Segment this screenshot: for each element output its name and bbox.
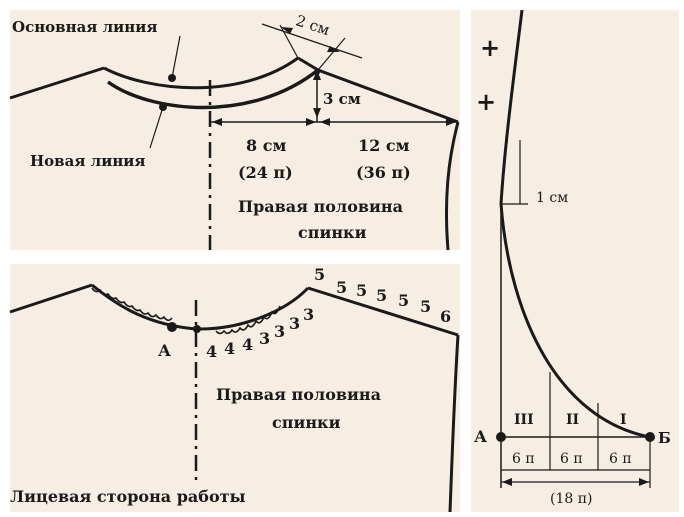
- panel2-shoulder-counts: 5 5 5 5 5 5 6: [314, 265, 451, 326]
- panel2-title-2: спинки: [272, 413, 341, 432]
- panel1-8cm-arrow-l: [212, 118, 222, 126]
- shoulder-count-4: 5: [376, 286, 387, 305]
- panel-top-left: [10, 10, 460, 250]
- neck-count-7: 3: [303, 305, 314, 324]
- panel1-corner-dot: [314, 69, 320, 75]
- panel1-12cm-arrow-l: [320, 118, 330, 126]
- panel3-point-b-dot: [645, 432, 655, 442]
- panel2-point-a-dot: [167, 322, 177, 332]
- panel3-total-arrow-l: [502, 478, 512, 486]
- panel1-basic-line-label: Основная линия: [12, 18, 158, 36]
- panel1-title-1: Правая половина: [238, 197, 403, 216]
- panel3-count-1: 6 п: [512, 451, 535, 467]
- panel3-section-ii: II: [566, 412, 579, 428]
- neck-count-6: 3: [289, 314, 300, 333]
- panel2-title-1: Правая половина: [216, 385, 381, 404]
- panel1-24p-label: (24 п): [238, 163, 293, 182]
- shoulder-count-6: 5: [420, 297, 431, 316]
- panel1-3cm-label: 3 см: [323, 90, 361, 108]
- panel1-36p-label: (36 п): [356, 163, 411, 182]
- panel1-left-shoulder: [9, 66, 105, 100]
- panel2-armhole: [448, 334, 460, 513]
- panel2-center-dot: [193, 325, 201, 333]
- panel1-2cm-dim: [261, 23, 363, 59]
- panel1-title-2: спинки: [298, 223, 367, 242]
- panel-bottom-left: [10, 264, 460, 512]
- panel2-right-shoulder: [307, 286, 459, 337]
- shoulder-count-7: 6: [440, 307, 451, 326]
- panel1-drawing: [9, 23, 460, 251]
- panel2-point-a-label: А: [158, 341, 171, 360]
- panel3-plus-1: +: [480, 33, 500, 62]
- panel1-2cm-arrow-2: [327, 46, 340, 52]
- panel1-3cm-arrow-down: [313, 108, 321, 118]
- panel1-2cm-ext-2: [317, 37, 346, 71]
- panel1-new-neckline: [106, 68, 320, 110]
- panel3-point-a-dot: [496, 432, 506, 442]
- shoulder-count-3: 5: [356, 281, 367, 300]
- panel2-neck-counts: 4 4 4 3 3 3 3: [206, 305, 314, 361]
- panel3-total-label: (18 п): [550, 491, 593, 507]
- shoulder-count-2: 5: [336, 278, 347, 297]
- panel3-1cm-label: 1 см: [536, 190, 568, 206]
- panel3-total-arrow-r: [639, 478, 649, 486]
- shoulder-count-1: 5: [314, 265, 325, 284]
- neck-count-5: 3: [274, 322, 285, 341]
- panel2-left-shoulder: [9, 283, 93, 314]
- panel3-count-3: 6 п: [609, 451, 632, 467]
- shoulder-count-5: 5: [398, 291, 409, 310]
- panel1-12cm-arrow-r: [446, 118, 456, 126]
- panel3-drawing: [496, 9, 655, 488]
- neck-count-4: 3: [259, 329, 270, 348]
- panel1-new-line-label: Новая линия: [30, 152, 146, 170]
- panel1-2cm-arrow-1: [281, 27, 293, 34]
- panel2-caption: Лицевая сторона работы: [10, 487, 246, 506]
- panel1-basic-neckline: [103, 56, 299, 90]
- panel2-drawing: [9, 283, 460, 513]
- panel3-point-a-label: А: [474, 427, 487, 446]
- panel3-lower-curve: [499, 203, 651, 439]
- panel3-count-2: 6 п: [560, 451, 583, 467]
- panel1-8cm-label: 8 см: [246, 136, 286, 155]
- panel3-plus-2: +: [476, 87, 496, 116]
- neck-count-1: 4: [206, 342, 217, 361]
- panel3-section-iii: III: [514, 412, 534, 428]
- panel-right: [471, 10, 679, 512]
- neck-count-3: 4: [242, 335, 253, 354]
- panel1-8cm-arrow: [306, 118, 316, 126]
- panel1-2cm-ext-1: [279, 24, 299, 59]
- panel1-basic-leader: [171, 35, 181, 79]
- panel1-12cm-label: 12 см: [358, 136, 410, 155]
- panel3-point-b-label: Б: [658, 429, 671, 447]
- panel1-armhole: [444, 121, 460, 251]
- neck-count-2: 4: [224, 339, 235, 358]
- panel1-new-leader: [149, 106, 164, 149]
- panel3-upper-curve: [499, 9, 524, 205]
- panel3-section-i: I: [620, 412, 627, 428]
- panel2-neck-scallops: [91, 287, 281, 335]
